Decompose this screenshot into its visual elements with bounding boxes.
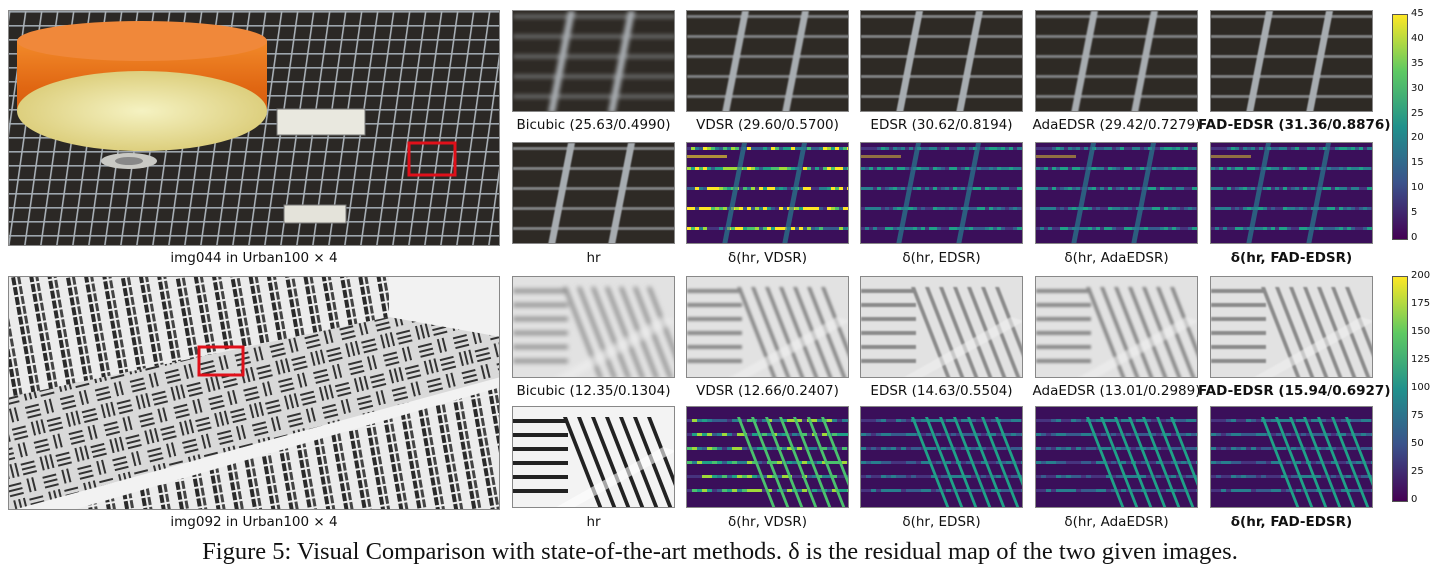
row2-crop-hr	[512, 406, 675, 508]
row2-caption-residual-edsr: δ(hr, EDSR)	[902, 514, 981, 530]
row2-crop-fad-edsr	[1210, 276, 1373, 378]
row2-colorbar-tick: 125	[1411, 354, 1431, 365]
row1-caption-residual-fad-edsr: δ(hr, FAD-EDSR)	[1230, 250, 1353, 266]
row1-colorbar-tick: 5	[1411, 207, 1418, 219]
row2-zoom-box	[197, 345, 245, 377]
row1-zoom-box	[407, 141, 457, 177]
row1-caption-residual-vdsr: δ(hr, VDSR)	[727, 250, 808, 266]
row2-caption-bicubic: Bicubic (12.35/0.1304)	[516, 383, 671, 399]
row1-crop-residual-vdsr	[686, 142, 849, 244]
row1-crop-fad-edsr	[1210, 10, 1373, 112]
row2-crop-bicubic	[512, 276, 675, 378]
row1-colorbar-tick: 0	[1411, 232, 1418, 243]
row2-main-image	[8, 276, 500, 510]
row1-colorbar-tick: 35	[1411, 57, 1424, 69]
row1-main-caption: img044 in Urban100 × 4	[170, 250, 338, 266]
row1-colorbar	[1392, 14, 1408, 240]
row2-colorbar-tick: 175	[1411, 298, 1431, 309]
row1-main-image	[8, 10, 500, 246]
row2-colorbar	[1392, 276, 1408, 502]
row1-colorbar-tick: 30	[1411, 82, 1424, 94]
row2-crop-edsr	[860, 276, 1023, 378]
row2-caption-edsr: EDSR (14.63/0.5504)	[870, 383, 1013, 399]
row1-colorbar-tick: 25	[1411, 107, 1424, 119]
row2-colorbar-tick: 150	[1411, 326, 1431, 337]
row2-crop-residual-vdsr	[686, 406, 849, 508]
row1-caption-adaedsr: AdaEDSR (29.42/0.7279)	[1032, 117, 1201, 133]
row2-crop-residual-fad-edsr	[1210, 406, 1373, 508]
row2-crop-adaedsr	[1035, 276, 1198, 378]
row1-crop-bicubic	[512, 10, 675, 112]
row2-caption-residual-vdsr: δ(hr, VDSR)	[727, 514, 808, 530]
row2-colorbar-tick: 50	[1411, 438, 1424, 449]
row2-caption-adaedsr: AdaEDSR (13.01/0.2989)	[1032, 383, 1201, 399]
row1-colorbar-tick: 10	[1411, 182, 1424, 194]
row1-crop-residual-adaedsr	[1035, 142, 1198, 244]
row2-colorbar-tick: 0	[1411, 494, 1418, 505]
row1-crop-edsr	[860, 10, 1023, 112]
row1-colorbar-tick: 15	[1411, 157, 1424, 169]
row1-colorbar-tick: 40	[1411, 32, 1424, 44]
row1-caption-edsr: EDSR (30.62/0.8194)	[870, 117, 1013, 133]
row1-caption-bicubic: Bicubic (25.63/0.4990)	[516, 117, 671, 133]
row1-crop-residual-fad-edsr	[1210, 142, 1373, 244]
row1-crop-adaedsr	[1035, 10, 1198, 112]
row2-colorbar-tick: 75	[1411, 410, 1424, 421]
row2-caption-hr: hr	[586, 514, 601, 530]
row2-caption-fad-edsr: FAD-EDSR (15.94/0.6927)	[1198, 383, 1391, 399]
row2-crop-vdsr	[686, 276, 849, 378]
row1-caption-hr: hr	[586, 250, 601, 266]
row2-main-caption: img092 in Urban100 × 4	[170, 514, 338, 530]
row2-caption-residual-fad-edsr: δ(hr, FAD-EDSR)	[1230, 514, 1353, 530]
row2-colorbar-tick: 200	[1411, 270, 1431, 281]
row1-crop-hr	[512, 142, 675, 244]
row2-colorbar-tick: 100	[1411, 382, 1431, 393]
row2-colorbar-tick: 25	[1411, 466, 1424, 477]
row1-caption-vdsr: VDSR (29.60/0.5700)	[696, 117, 839, 133]
row1-caption-residual-adaedsr: δ(hr, AdaEDSR)	[1064, 250, 1169, 266]
row2-crop-residual-adaedsr	[1035, 406, 1198, 508]
row1-colorbar-tick: 45	[1411, 8, 1424, 19]
figure-caption: Figure 5: Visual Comparison with state-o…	[202, 538, 1238, 565]
row2-crop-residual-edsr	[860, 406, 1023, 508]
row1-caption-residual-edsr: δ(hr, EDSR)	[902, 250, 981, 266]
row1-crop-residual-edsr	[860, 142, 1023, 244]
row2-caption-residual-adaedsr: δ(hr, AdaEDSR)	[1064, 514, 1169, 530]
row2-caption-vdsr: VDSR (12.66/0.2407)	[696, 383, 839, 399]
row1-caption-fad-edsr: FAD-EDSR (31.36/0.8876)	[1198, 117, 1391, 133]
row1-colorbar-tick: 20	[1411, 132, 1424, 144]
row1-crop-vdsr	[686, 10, 849, 112]
